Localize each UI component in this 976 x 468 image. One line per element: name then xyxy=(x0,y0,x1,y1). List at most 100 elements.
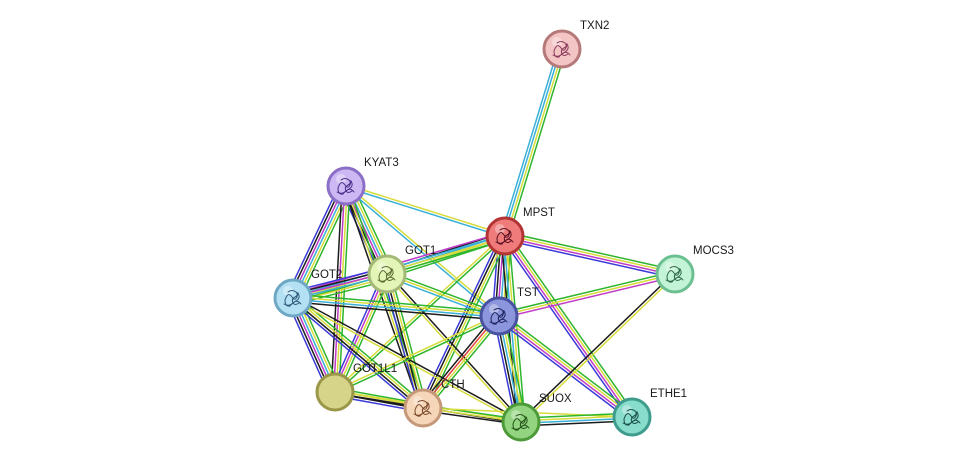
edge-channel-line xyxy=(503,236,632,419)
node-label: TXN2 xyxy=(580,20,609,32)
edge-channel-line xyxy=(505,49,564,237)
node-label: ETHE1 xyxy=(650,388,687,400)
edge-channel-line xyxy=(292,301,499,321)
edge-channel-line xyxy=(421,235,505,408)
edge-GOT1-TST[interactable] xyxy=(385,270,501,320)
node-label: KYAT3 xyxy=(364,157,399,169)
protein-structure-icon xyxy=(622,409,641,426)
edge-channel-line xyxy=(293,186,348,299)
node-mocs3[interactable]: MOCS3 xyxy=(655,245,734,294)
edge-TST-MOCS3[interactable] xyxy=(498,270,676,320)
protein-structure-icon xyxy=(511,414,530,431)
edge-channel-line xyxy=(507,233,636,416)
edge-channel-line xyxy=(504,236,675,277)
node-label: CTH xyxy=(441,379,465,391)
edge-channel-line xyxy=(289,300,421,412)
node-got2[interactable]: GOT2 xyxy=(273,269,342,318)
edge-channel-line xyxy=(499,275,676,320)
node-ethe1[interactable]: ETHE1 xyxy=(612,388,687,437)
edge-channel-line xyxy=(421,314,499,408)
edge-TXN2-MPST[interactable] xyxy=(500,47,567,238)
edge-channel-line xyxy=(346,184,501,316)
edge-channel-line xyxy=(334,314,499,392)
node-suox[interactable]: SUOX xyxy=(501,393,572,442)
protein-structure-icon xyxy=(495,228,514,245)
node-highlight xyxy=(377,262,387,272)
node-highlight xyxy=(552,37,562,47)
edge-channel-line xyxy=(345,185,424,409)
node-highlight xyxy=(622,405,632,415)
edge-channel-line xyxy=(505,233,676,274)
edge-TST-GOT1L1[interactable] xyxy=(334,314,500,394)
node-kyat3[interactable]: KYAT3 xyxy=(326,157,399,206)
edge-channel-line xyxy=(423,316,501,410)
node-got1l1[interactable]: GOT1L1 xyxy=(315,363,397,412)
edge-channel-line xyxy=(501,237,630,420)
edge-GOT2-TST[interactable] xyxy=(292,293,500,321)
node-highlight xyxy=(489,304,499,314)
edge-channel-line xyxy=(345,186,505,238)
protein-structure-icon xyxy=(552,41,571,58)
edge-channel-line xyxy=(503,48,562,236)
protein-structure-icon xyxy=(665,266,684,283)
edge-channel-line xyxy=(342,186,422,410)
edge-channel-line xyxy=(503,239,675,279)
edge-channel-line xyxy=(500,47,559,236)
edge-MPST-MOCS3[interactable] xyxy=(503,231,677,279)
node-txn2[interactable]: TXN2 xyxy=(542,20,609,69)
edge-channel-line xyxy=(291,298,423,410)
edge-MPST-CTH[interactable] xyxy=(418,233,510,411)
edge-channel-line xyxy=(386,273,500,317)
edge-MPST-ETHE1[interactable] xyxy=(501,233,636,420)
node-label: GOT1 xyxy=(405,245,436,257)
edge-TST-ETHE1[interactable] xyxy=(496,312,635,421)
edge-channel-line xyxy=(418,233,503,407)
node-got1[interactable]: GOT1 xyxy=(367,245,436,294)
edge-channel-line xyxy=(387,273,425,408)
protein-structure-icon xyxy=(336,178,355,195)
edge-channel-line xyxy=(337,275,392,394)
edge-channel-line xyxy=(425,318,503,411)
node-highlight xyxy=(665,262,675,272)
edge-KYAT3-MPST[interactable] xyxy=(345,184,506,238)
edge-channel-line xyxy=(387,270,501,315)
edge-channel-line xyxy=(497,316,632,419)
edge-channel-line xyxy=(519,272,675,422)
edge-SUOX-MOCS3[interactable] xyxy=(519,272,677,424)
edge-channel-line xyxy=(500,312,635,415)
edge-channel-line xyxy=(423,236,507,409)
node-tst[interactable]: TST xyxy=(479,287,539,336)
edge-channel-line xyxy=(293,296,522,422)
edge-channel-line xyxy=(293,296,425,408)
edge-channel-line xyxy=(419,313,497,406)
edge-channel-line xyxy=(346,184,506,236)
node-cth[interactable]: CTH xyxy=(403,379,465,428)
edge-channel-line xyxy=(505,234,634,417)
edge-channel-line xyxy=(521,274,677,424)
node-circle xyxy=(315,372,355,412)
node-highlight xyxy=(283,286,293,296)
edge-channel-line xyxy=(496,318,631,421)
node-label: MOCS3 xyxy=(693,245,734,257)
edge-TST-CTH[interactable] xyxy=(419,313,503,411)
edge-GOT1-CTH[interactable] xyxy=(382,272,428,410)
edge-channel-line xyxy=(382,274,420,410)
node-label: TST xyxy=(517,287,539,299)
edge-channel-line xyxy=(288,184,344,297)
edge-channel-line xyxy=(335,236,507,394)
node-highlight xyxy=(336,174,346,184)
edge-channel-line xyxy=(387,272,523,422)
edge-channel-line xyxy=(498,270,675,315)
edge-channel-line xyxy=(385,274,521,424)
edge-channel-line xyxy=(508,49,567,238)
edge-channel-line xyxy=(505,231,677,271)
edge-GOT1-SUOX[interactable] xyxy=(385,272,523,424)
node-mpst[interactable]: MPST xyxy=(485,207,555,256)
node-label: MPST xyxy=(523,207,555,219)
edge-channel-line xyxy=(291,185,346,298)
edge-channel-line xyxy=(499,314,634,417)
edge-KYAT3-CTH[interactable] xyxy=(342,184,427,410)
protein-structure-icon xyxy=(413,400,432,417)
edge-channel-line xyxy=(390,272,428,408)
